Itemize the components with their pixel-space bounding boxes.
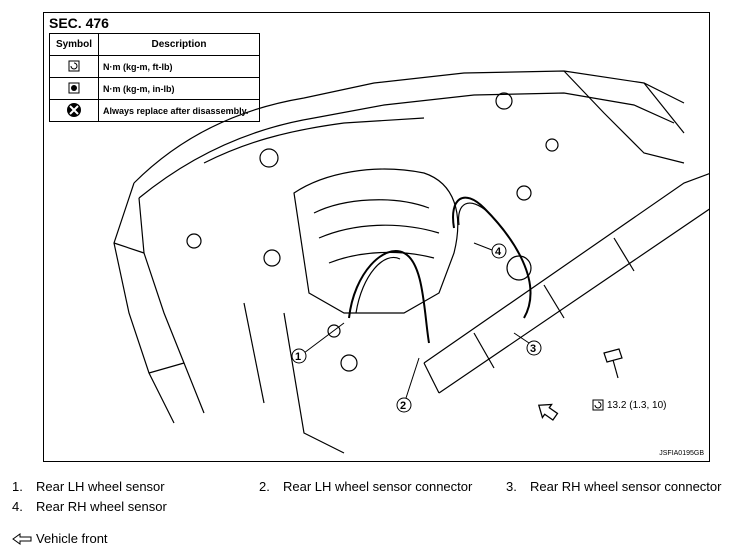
- torque-value: 13.2 (1.3, 10): [607, 399, 667, 411]
- legend-row-3-text: Always replace after disassembly.: [103, 105, 249, 116]
- legend-row-2-text: N·m (kg-m, in-lb): [103, 83, 175, 94]
- section-label: SEC. 476: [49, 15, 109, 31]
- reference-code: JSFIA0195GB: [659, 450, 704, 457]
- torque-spec: 13.2 (1.3, 10): [592, 399, 666, 411]
- suspension-member-drawing: 1 2 3 4: [113, 70, 709, 454]
- vehicle-front-arrow-icon: [12, 532, 32, 545]
- diagram-frame: 1 2 3 4 SEC. 476 Symbol Description N·m …: [43, 12, 710, 462]
- legend-row-1-text: N·m (kg-m, ft-lb): [103, 61, 173, 72]
- legend-header-symbol: Symbol: [49, 33, 99, 56]
- part-item-1: 1.Rear LH wheel sensor: [12, 479, 165, 494]
- vehicle-front-legend: Vehicle front: [12, 531, 108, 546]
- torque-nm-ftlb-icon: [68, 60, 80, 71]
- part-item-3: 3.Rear RH wheel sensor connector: [506, 479, 722, 494]
- part-item-2: 2.Rear LH wheel sensor connector: [259, 479, 473, 494]
- always-replace-icon: [67, 102, 81, 117]
- legend-header-description: Description: [98, 33, 260, 56]
- torque-nm-inlb-icon: [68, 82, 80, 93]
- callout-2: 2: [400, 400, 406, 412]
- torque-nm-ftlb-icon: [592, 399, 604, 411]
- part-item-4: 4.Rear RH wheel sensor: [12, 499, 167, 514]
- vehicle-front-arrow-icon: [537, 403, 559, 421]
- vehicle-front-label: Vehicle front: [36, 531, 108, 546]
- symbol-legend-table: Symbol Description N·m (kg-m, ft-lb) N·m…: [49, 33, 260, 122]
- callout-3: 3: [530, 343, 536, 355]
- callout-1: 1: [295, 351, 301, 363]
- callout-4: 4: [495, 246, 502, 258]
